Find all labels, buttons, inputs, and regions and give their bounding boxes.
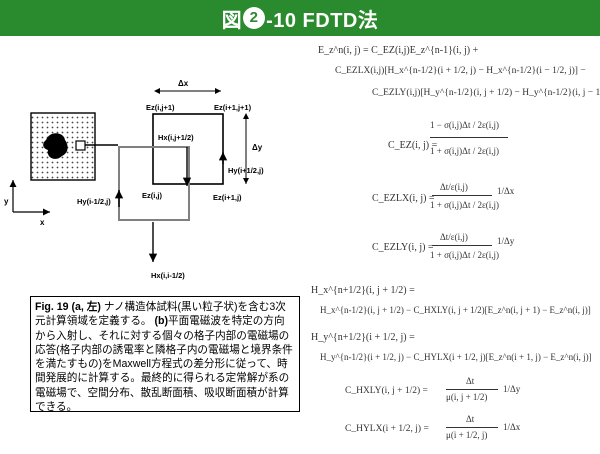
eq-chylx-fraction-bar [446,427,498,428]
eq-cezly-den: 1 + σ(i,j)Δt / 2ε(i,j) [430,250,499,260]
eq-cezly-num: Δt/ε(i,j) [440,232,468,242]
dy-label: Δy [252,143,263,152]
eq-cezly-lhs: C_EZLY(i, j) = [372,242,434,253]
eq-ez-line1: E_z^n(i, j) = C_EZ(i,j)E_z^{n-1}(i, j) + [318,45,479,56]
fdtd-grid-diagram: y x Δx Δy Ez(i,j+1) Ez(i+1,j+1) Hx(i,j+1… [4,79,264,280]
eq-ez-line2: C_EZLX(i,j)[H_x^{n-1/2}(i + 1/2, j) − H_… [335,66,586,76]
eq-cezlx-den: 1 + σ(i,j)Δt / 2ε(i,j) [430,200,499,210]
axis-x-label: x [40,218,45,227]
ez-top-left-label: Ez(i,j+1) [146,103,175,112]
caption-fig-label: Fig. 19 (a, 左) [35,301,101,313]
ez-center-label: Ez(i,j) [142,191,163,200]
eq-chylx-lhs: C_HYLX(i + 1/2, j) = [345,424,429,434]
eq-cezlx-tail: 1/Δx [497,186,515,196]
eq-chylx-tail: 1/Δx [503,422,521,432]
eq-hx-line1: H_x^{n+1/2}(i, j + 1/2) = [311,285,415,296]
eq-hy-line1: H_y^{n+1/2}(i + 1/2, j) = [311,332,415,343]
hy-left-label: Hy(i-1/2,j) [77,197,111,206]
eq-cez-den: 1 + σ(i,j)Δt / 2ε(i,j) [430,146,499,156]
eq-chxly-fraction-bar [446,389,498,390]
ez-bottom-right-label: Ez(i+1,j) [213,193,242,202]
eq-cezly-tail: 1/Δy [497,236,515,246]
hx-bottom-label: Hx(i,i-1/2) [151,271,185,280]
eq-cezlx-num: Δt/ε(i,j) [440,182,468,192]
nanoparticle-blob [43,133,68,159]
caption-part-b: 平面電磁波を特定の方向から入射し、それに対する個々の格子内部の電磁場の応答(格子… [35,315,293,414]
caption-b-label: (b) [154,315,169,328]
eq-chylx-num: Δt [466,414,475,424]
eq-cez-num: 1 − σ(i,j)Δt / 2ε(i,j) [430,120,499,130]
title-number-badge: 2 [243,7,266,29]
eq-chxly-num: Δt [466,376,475,386]
title-prefix: 図 [221,9,243,32]
dx-label: Δx [178,79,189,88]
eq-cezlx-fraction-bar [432,195,492,196]
eq-cez-fraction-bar [430,137,508,138]
eq-chxly-den: μ(i, j + 1/2) [446,392,488,402]
ez-top-right-label: Ez(i+1,j+1) [214,103,252,112]
eq-hy-line2: H_y^{n-1/2}(i + 1/2, j) − C_HYLX(i + 1/2… [320,352,592,362]
hx-top-label: Hx(i,j+1/2) [158,133,194,142]
eq-chxly-tail: 1/Δy [503,384,521,394]
figure-caption: Fig. 19 (a, 左) ナノ構造体試料(黒い粒子状)を含む3次元計算領域を… [30,296,300,414]
eq-hx-line2: H_x^{n-1/2}(i, j + 1/2) − C_HXLY(i, j + … [320,305,591,315]
axis-y-label: y [4,197,9,206]
eq-chxly-lhs: C_HXLY(i, j + 1/2) = [345,386,428,396]
title-suffix: -10 FDTD法 [266,9,379,32]
eq-ez-line3: C_EZLY(i,j)[H_y^{n-1/2}(i, j + 1/2) − H_… [372,88,600,98]
eq-cezlx-lhs: C_EZLX(i, j) = [372,193,435,204]
unit-cell-marker [75,140,86,151]
eq-cez-lhs: C_EZ(i, j) = [388,140,438,151]
eq-cezly-fraction-bar [432,245,492,246]
hy-right-label: Hy(i+1/2,j) [228,166,264,175]
caption-part-a: ナノ構造体試料(黒い粒子状)を含む3次元計算領域を定義する。 [35,301,286,328]
eq-chylx-den: μ(i + 1/2, j) [446,430,488,440]
